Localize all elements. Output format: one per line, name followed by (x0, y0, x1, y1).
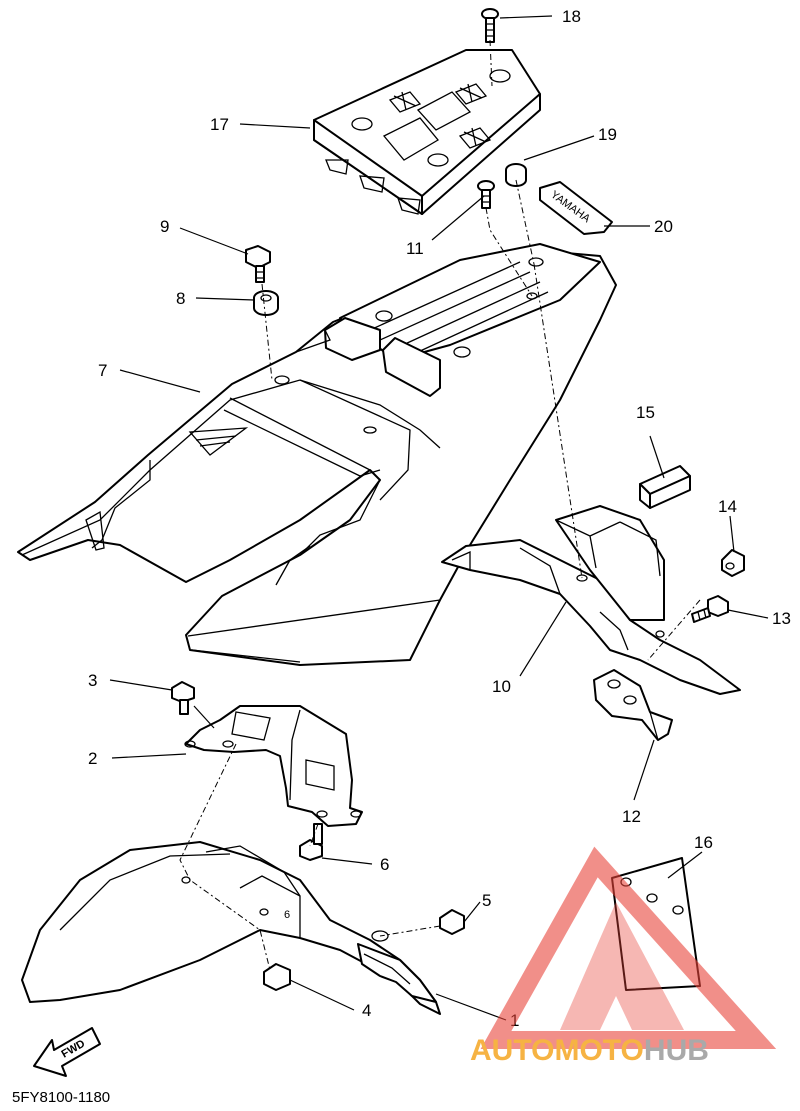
callout-14: 14 (718, 497, 737, 516)
callout-11: 11 (406, 239, 424, 258)
part-5-nut (439, 909, 465, 935)
diagram-code: 5FY8100-1180 (12, 1089, 110, 1106)
callout-6: 6 (380, 855, 389, 874)
watermark-text-hub: HUB (644, 1034, 709, 1067)
automotohub-watermark: AUTOMOTOHUB (470, 846, 777, 1067)
part-18-bolt (481, 8, 499, 43)
leader-lines (109, 15, 769, 1021)
part-12-bracket (593, 669, 673, 741)
assembly-lines (179, 39, 701, 971)
part-2-fender-bracket (184, 705, 363, 827)
part-15-reflector (639, 465, 691, 509)
part-17-rear-rack (313, 49, 541, 215)
callout-13: 13 (772, 609, 791, 628)
part-20-decal: YAMAHA (539, 181, 613, 235)
callout-10: 10 (492, 677, 511, 696)
part-19-collar (505, 163, 527, 187)
callout-4: 4 (362, 1001, 371, 1020)
part-7-rear-cover (17, 243, 617, 666)
fwd-arrow-icon: FWD (33, 1027, 101, 1077)
callout-16: 16 (694, 833, 713, 852)
callout-17: 17 (210, 115, 229, 134)
callout-7: 7 (98, 361, 107, 380)
svg-text:AUTOMOTOHUB: AUTOMOTOHUB (470, 1034, 709, 1067)
callout-9: 9 (160, 217, 169, 236)
callout-20: 20 (654, 217, 673, 236)
callout-8: 8 (176, 289, 185, 308)
callout-18: 18 (562, 7, 581, 26)
callout-12: 12 (622, 807, 641, 826)
callout-2: 2 (88, 749, 97, 768)
callout-15: 15 (636, 403, 655, 422)
part-8-grommet (253, 290, 279, 316)
watermark-text-auto: AUTOMOTO (470, 1034, 644, 1067)
callout-5: 5 (482, 891, 491, 910)
callout-19: 19 (598, 125, 617, 144)
part-11-bolt (477, 180, 495, 209)
part-14-nut (721, 549, 745, 577)
watermark-triangle-icon (480, 846, 777, 1049)
part-3-bolt (171, 681, 195, 715)
part-1-front-fender: 6 (21, 841, 441, 1015)
part-13-bolt (691, 595, 729, 623)
part-9-bolt (245, 245, 271, 283)
part-10-rear-fender (441, 505, 741, 695)
svg-text:6: 6 (284, 909, 290, 921)
part-4-nut (263, 963, 291, 991)
callout-3: 3 (88, 671, 97, 690)
